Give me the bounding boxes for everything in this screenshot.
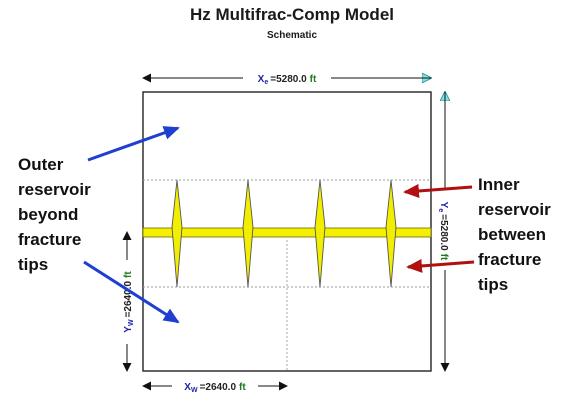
xe-subscript: e: [264, 79, 268, 86]
inner-callout-line: between: [478, 225, 547, 244]
xe-symbol: X: [258, 74, 265, 85]
xw-label-background: [172, 379, 258, 393]
outer-callout-line: fracture: [18, 230, 82, 249]
ye-value: =5280.0: [438, 214, 449, 251]
xw-subscript: W: [191, 387, 198, 394]
hydraulic-fracture: [385, 179, 397, 288]
outer-callout-line: tips: [18, 255, 49, 274]
xe-label-background: [243, 71, 331, 85]
outer-callout-line: reservoir: [18, 180, 91, 199]
inner-callout-line: tips: [478, 275, 509, 294]
ye-symbol: Y: [438, 202, 449, 209]
yw-label-background: [120, 260, 134, 344]
inner-reservoir-callout: Inner reservoir between fracture tips: [478, 172, 551, 297]
ye-dimension-label: Ye =5280.0 ft: [437, 202, 449, 261]
yw-unit: ft: [123, 271, 134, 278]
inner-callout-line: reservoir: [478, 200, 551, 219]
horizontal-wellbore: [142, 227, 432, 238]
xw-unit: ft: [239, 382, 246, 393]
ye-label-background: [438, 190, 452, 270]
inner-reservoir-arrow: [403, 183, 473, 198]
xw-symbol: X: [184, 382, 191, 393]
outer-reservoir-arrow: [87, 126, 180, 162]
inner-callout-line: fracture: [478, 250, 542, 269]
yw-symbol: Y: [123, 326, 134, 333]
hydraulic-fracture: [242, 179, 254, 288]
xw-value: =2640.0: [200, 382, 237, 393]
yw-value: =2640.0: [123, 281, 134, 318]
xe-unit: ft: [310, 74, 317, 85]
yw-subscript: W: [128, 319, 135, 326]
outer-reservoir-callout: Outer reservoir beyond fracture tips: [18, 152, 91, 277]
ye-unit: ft: [438, 254, 449, 261]
outer-reservoir-arrow: [83, 260, 180, 324]
outer-callout-line: beyond: [18, 205, 79, 224]
yw-dimension-label: YW=2640.0 ft: [123, 271, 135, 333]
diagram-title: Hz Multifrac-Comp Model: [190, 5, 394, 24]
hydraulic-fracture: [171, 179, 183, 288]
inner-reservoir-arrow: [406, 258, 475, 273]
inner-callout-line: Inner: [478, 175, 520, 194]
xe-value: =5280.0: [270, 74, 307, 85]
diagram-subtitle: Schematic: [266, 30, 318, 41]
ye-subscript: e: [437, 208, 444, 212]
outer-callout-line: Outer: [18, 155, 64, 174]
hydraulic-fracture: [314, 179, 326, 288]
